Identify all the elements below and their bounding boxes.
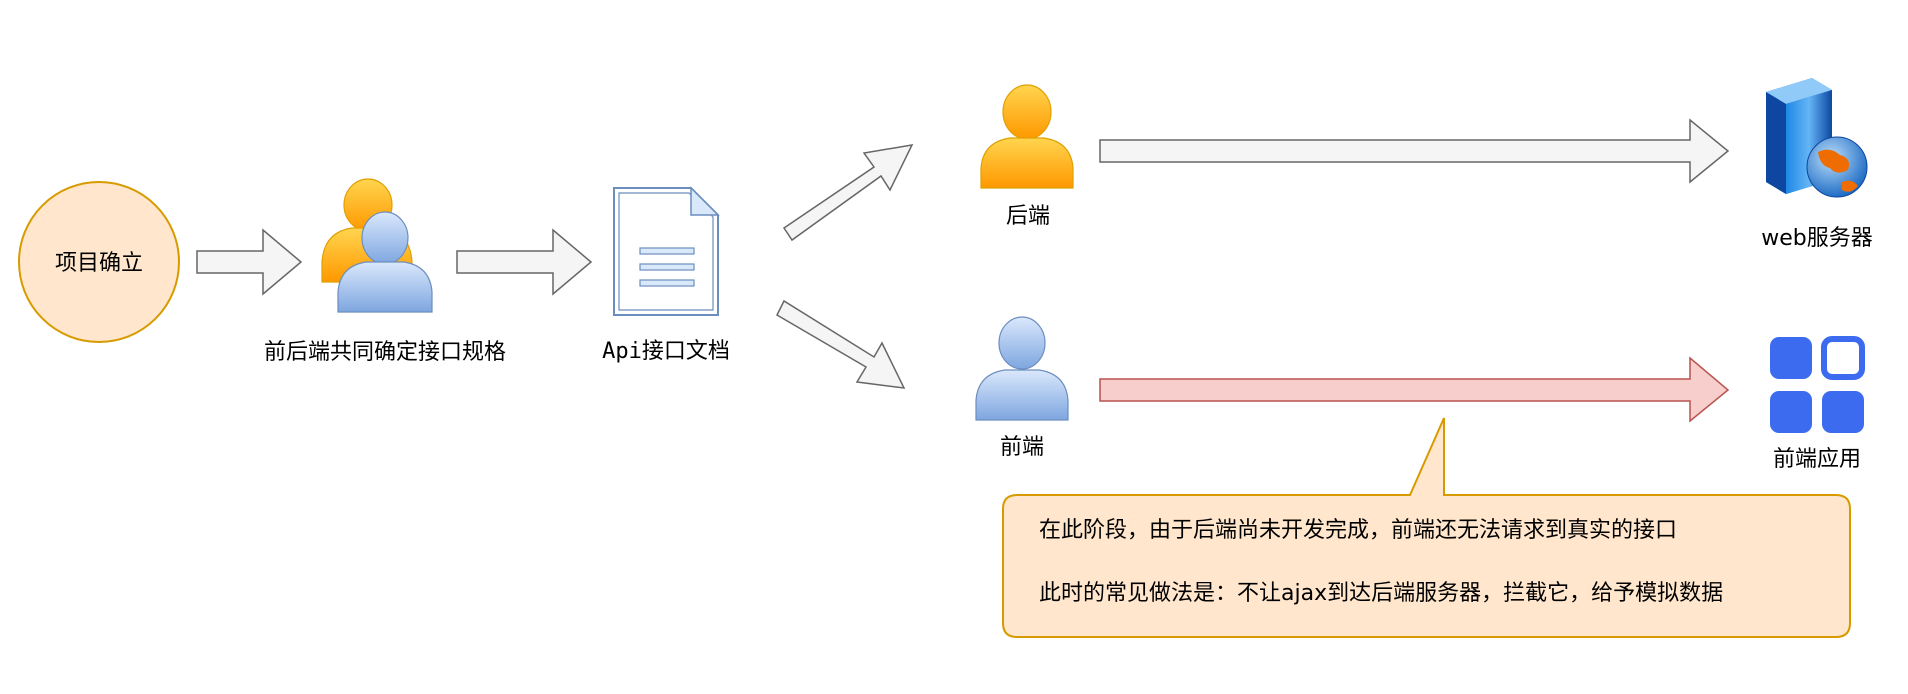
arrow-team-to-doc [456, 228, 593, 296]
arrow-backend-to-server [1099, 118, 1730, 184]
project-label: 项目确立 [55, 251, 143, 276]
arrow-doc-to-backend [782, 144, 914, 242]
arrow-project-to-team [196, 228, 303, 296]
team-label: 前后端共同确定接口规格 [264, 340, 506, 365]
project-node: 项目确立 [18, 181, 180, 343]
backend-user-icon [980, 84, 1074, 189]
backend-label: 后端 [1006, 204, 1050, 229]
app-grid-icon [1770, 336, 1865, 433]
api-doc-label: Api接口文档 [602, 339, 730, 364]
callout-line-1: 在此阶段，由于后端尚未开发完成，前端还无法请求到真实的接口 [1039, 518, 1677, 543]
frontend-app-label: 前端应用 [1773, 447, 1861, 472]
arrow-frontend-to-app [1099, 356, 1730, 423]
user-blue-icon [337, 211, 433, 313]
arrow-doc-to-frontend [776, 299, 906, 389]
callout-line-2: 此时的常见做法是：不让ajax到达后端服务器，拦截它，给予模拟数据 [1039, 581, 1723, 606]
web-server-label: web服务器 [1761, 226, 1873, 251]
frontend-user-icon [975, 316, 1069, 421]
callout-box [1002, 417, 1851, 638]
frontend-label: 前端 [1000, 435, 1044, 460]
document-icon [613, 186, 720, 316]
team-icon [321, 178, 433, 313]
server-icon [1766, 78, 1868, 198]
